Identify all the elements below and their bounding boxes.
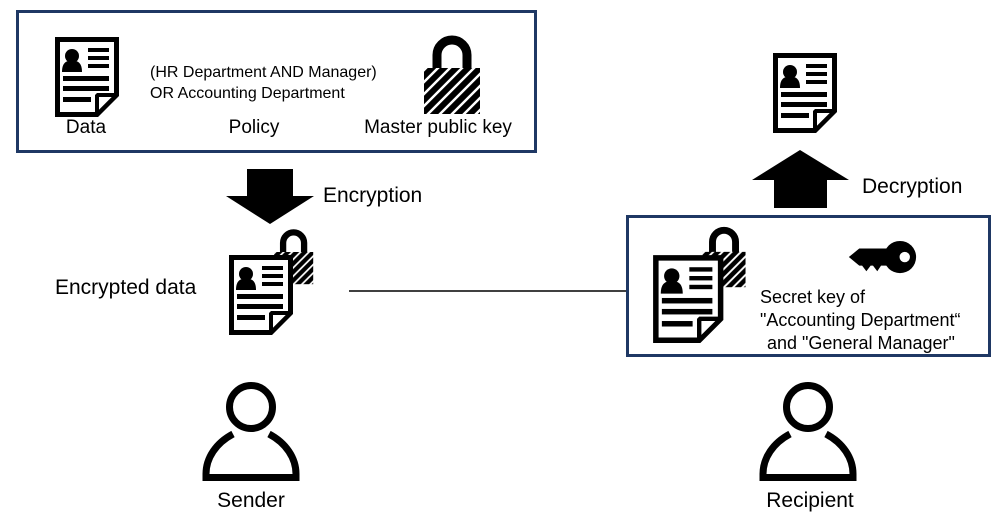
policy-text: (HR Department AND Manager) OR Accountin… [150, 62, 377, 104]
encrypted-document-icon [652, 220, 753, 343]
recipient-label: Recipient [766, 489, 854, 512]
sender-person-icon [196, 381, 306, 482]
secret-key-line-3: and "General Manager" [767, 333, 955, 353]
key-icon [848, 240, 917, 274]
data-document-icon [55, 37, 119, 117]
data-label: Data [65, 117, 107, 138]
master-public-key-lock-icon [424, 28, 480, 114]
arrow-right-icon [349, 284, 653, 298]
policy-line-2: OR Accounting Department [150, 85, 345, 102]
encryption-label: Encryption [323, 184, 423, 207]
secret-key-text: Secret key of "Accounting Department“ an… [760, 286, 961, 355]
sender-label: Sender [217, 489, 285, 512]
encrypted-document-icon [228, 223, 320, 335]
decrypted-document-icon [773, 53, 837, 133]
decryption-label: Decryption [862, 175, 963, 198]
recipient-person-icon [753, 381, 863, 482]
policy-line-1: (HR Department AND Manager) [150, 64, 377, 81]
encrypted-data-label: Encrypted data [55, 276, 197, 299]
secret-key-line-2: "Accounting Department“ [760, 310, 961, 330]
arrow-down-icon [226, 169, 314, 224]
policy-label: Policy [228, 117, 280, 138]
arrow-up-icon [752, 150, 849, 208]
secret-key-line-1: Secret key of [760, 287, 866, 307]
master-public-key-label: Master public key [364, 117, 512, 138]
